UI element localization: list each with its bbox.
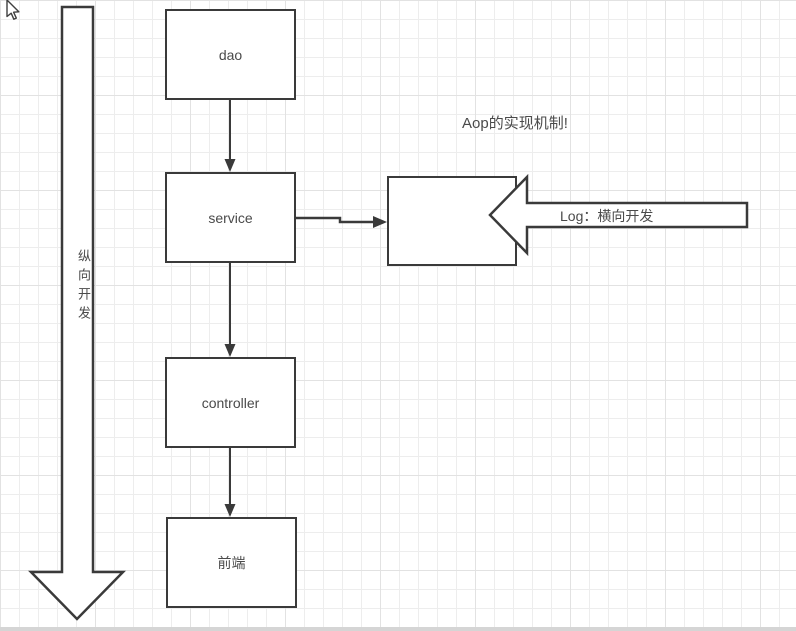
vertical-block-arrow[interactable] [28, 5, 126, 621]
node-service-label: service [208, 209, 253, 226]
node-controller-label: controller [201, 394, 260, 411]
node-dao-label: dao [218, 46, 243, 63]
vertical-arrow-label: 纵向开发 [76, 249, 91, 325]
log-arrow-label: Log：横向开发 [560, 208, 654, 224]
connector-service-aop[interactable] [296, 216, 387, 228]
node-controller[interactable]: controller [165, 357, 296, 448]
connector-controller-frontend[interactable] [224, 448, 236, 517]
node-dao[interactable]: dao [165, 9, 296, 100]
node-frontend-label: 前端 [217, 554, 246, 571]
node-service[interactable]: service [165, 172, 296, 263]
connector-service-controller[interactable] [224, 263, 236, 357]
log-block-arrow[interactable] [488, 173, 749, 257]
aop-annotation-text[interactable]: Aop的实现机制! [462, 115, 568, 132]
bottom-window-edge [0, 627, 796, 631]
connector-dao-service[interactable] [224, 99, 236, 172]
node-frontend[interactable]: 前端 [166, 517, 297, 608]
mouse-cursor-icon [6, 0, 20, 20]
